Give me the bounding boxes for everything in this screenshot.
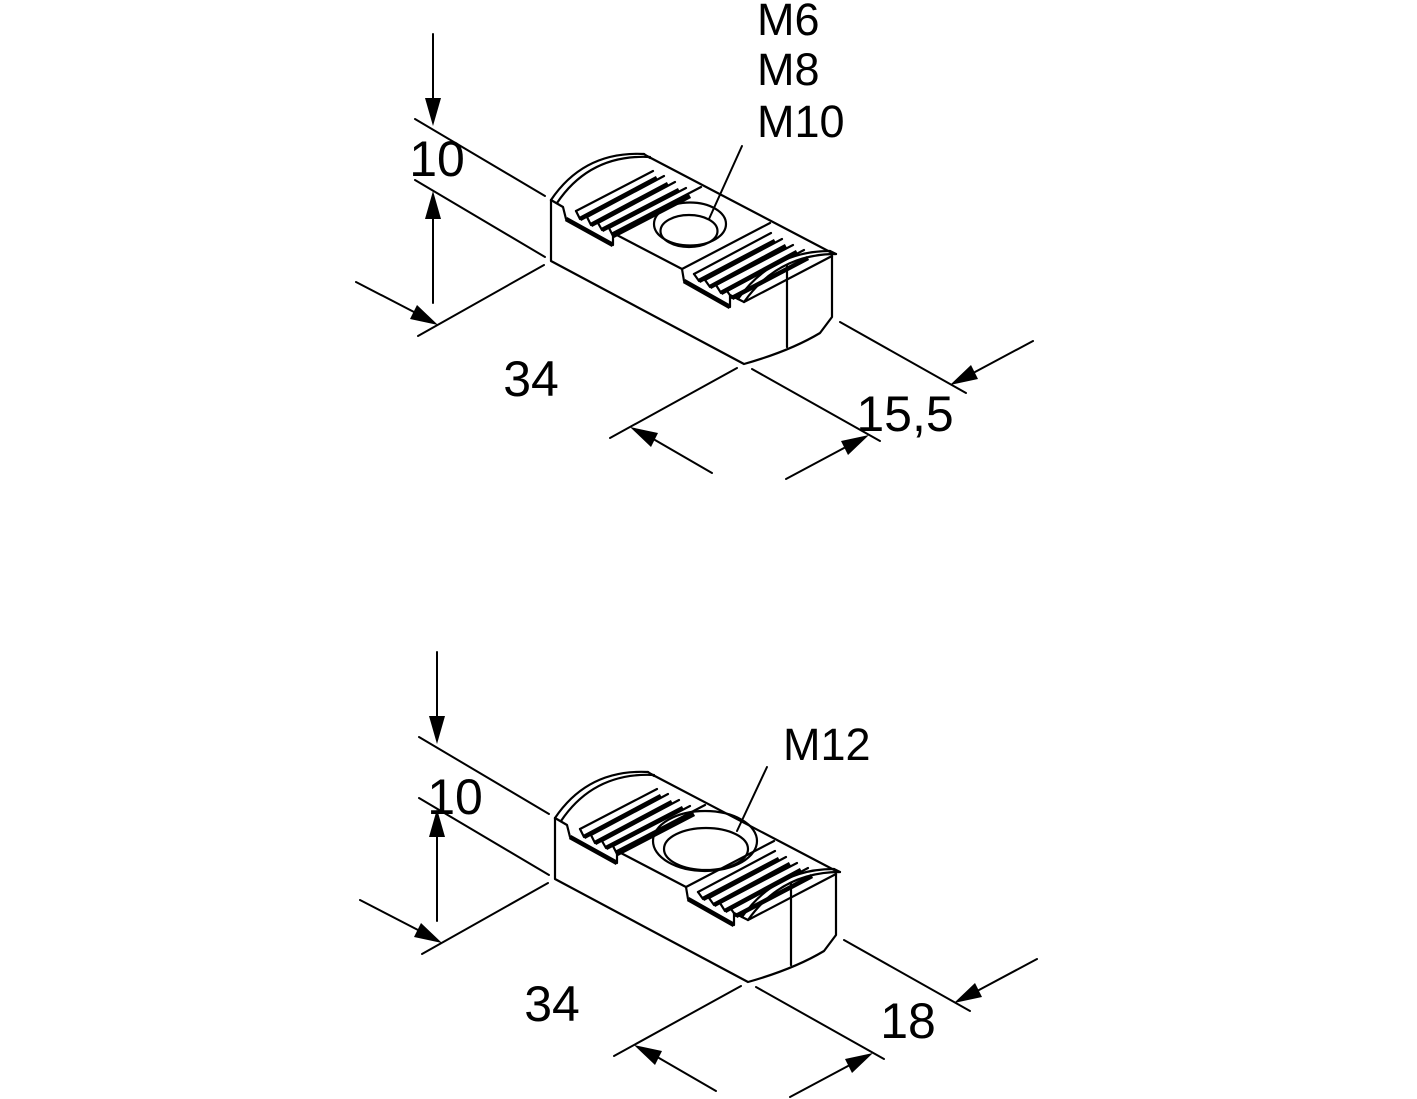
lower-leader-line	[736, 766, 768, 832]
figure-upper-nut: M6 M8 M10 10 34 15,5	[356, 0, 1033, 479]
thread-label-m12: M12	[783, 719, 871, 770]
upper-thread-hole-inner	[659, 213, 719, 249]
lower-thread-hole-inner	[662, 826, 750, 872]
thread-label-m10: M10	[757, 96, 845, 147]
lower-length-dim-label: 34	[524, 976, 580, 1032]
upper-length-dim-label: 34	[503, 351, 559, 407]
lower-height-dim-label: 10	[427, 769, 483, 825]
upper-leader-line	[708, 145, 743, 220]
lower-width-dim-label: 18	[880, 993, 936, 1049]
thread-label-m6: M6	[757, 0, 820, 45]
figure-lower-nut: M12 10 34 18	[360, 652, 1037, 1097]
upper-height-dim-label: 10	[409, 131, 465, 187]
thread-label-m8: M8	[757, 44, 820, 95]
upper-thread-hole-outer	[652, 201, 728, 247]
upper-width-dim-label: 15,5	[856, 386, 953, 442]
